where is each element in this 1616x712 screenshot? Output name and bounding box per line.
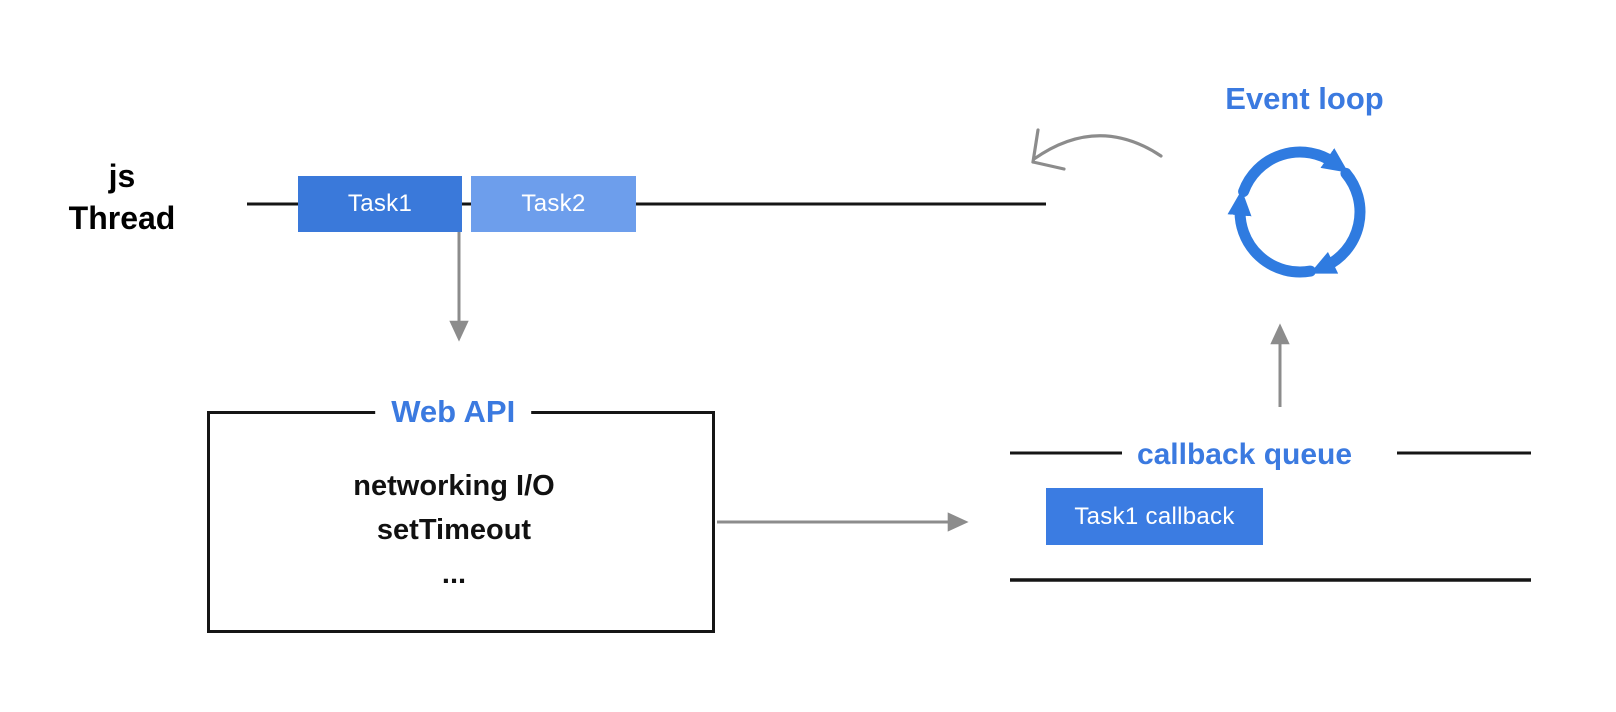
event-loop-title: Event loop bbox=[1225, 81, 1384, 116]
task1-callback-label: Task1 callback bbox=[1074, 502, 1235, 530]
task1-label: Task1 bbox=[347, 190, 413, 217]
task2-label: Task2 bbox=[521, 190, 586, 217]
thread-label: js Thread bbox=[52, 155, 192, 239]
web-api-item: networking I/O bbox=[353, 470, 555, 502]
task1-callback-box: Task1 callback bbox=[1046, 488, 1263, 545]
web-api-item: setTimeout bbox=[376, 514, 532, 546]
web-api-title: Web API bbox=[375, 393, 532, 431]
web-api-box: Web API networking I/O setTimeout ... bbox=[207, 393, 715, 633]
event-loop-cycle-icon bbox=[1227, 146, 1366, 278]
web-api-item: ... bbox=[441, 558, 467, 590]
curved-arrow-eventloop-to-thread bbox=[1031, 128, 1163, 171]
callback-queue-title: callback queue bbox=[1136, 438, 1353, 471]
thread-label-line2: Thread bbox=[68, 200, 176, 236]
web-api-items: networking I/O setTimeout ... bbox=[210, 470, 698, 602]
thread-label-line1: js bbox=[108, 158, 136, 194]
task1-box: Task1 bbox=[298, 176, 462, 232]
task2-box: Task2 bbox=[471, 176, 636, 232]
